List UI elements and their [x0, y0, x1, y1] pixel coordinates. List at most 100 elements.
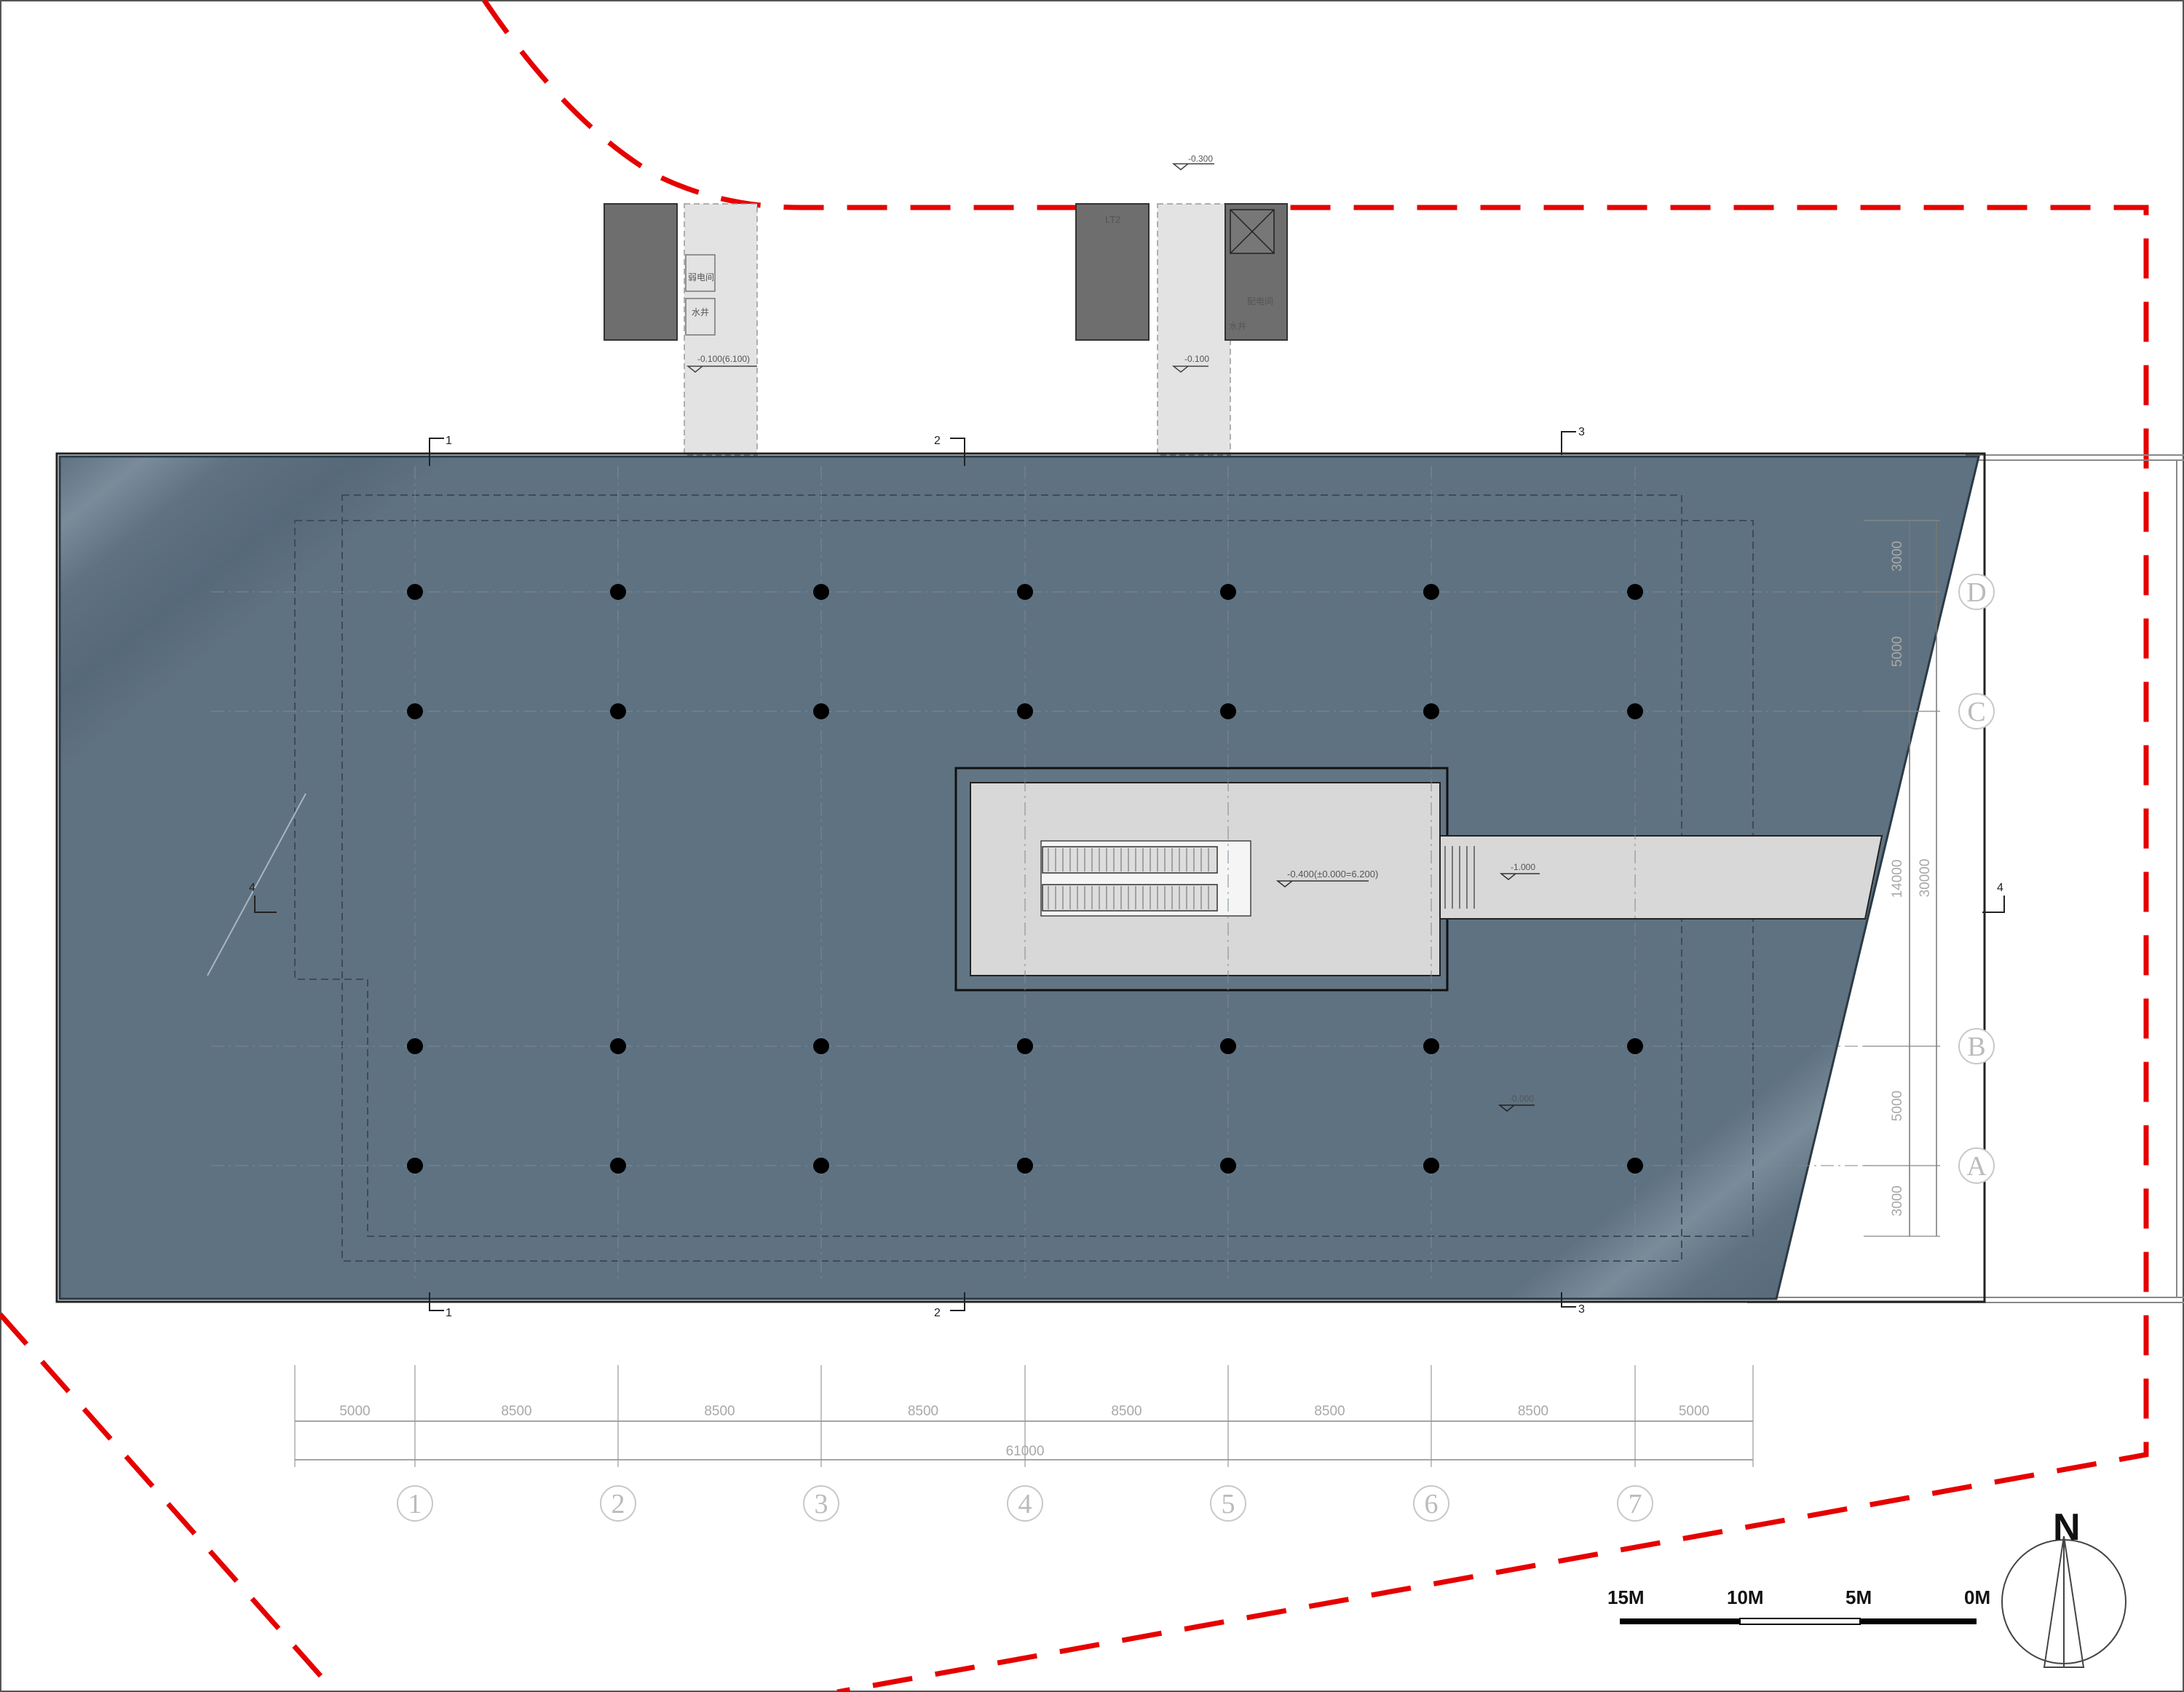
section-3-bottom: 3: [1578, 1303, 1585, 1316]
column-axis-label: 7: [1629, 1489, 1642, 1519]
left-room-a-outline: [685, 254, 716, 292]
column-dot: [610, 703, 626, 719]
dimension-label: 5000: [1679, 1404, 1709, 1419]
elevation-escalator-pit: -0.400(±0.000=6.200): [1287, 869, 1378, 879]
dimension-label: 14000: [1890, 860, 1905, 898]
column-axis-label: 2: [612, 1489, 625, 1519]
north-arrow: N: [2001, 1506, 2126, 1668]
elevation-left-corridor: -0.100(6.100): [697, 354, 750, 364]
column-axis-label: 5: [1222, 1489, 1235, 1519]
column-dot: [610, 584, 626, 600]
column-axis-bubble: 5: [1210, 1485, 1246, 1522]
column-axis-label: 4: [1018, 1489, 1032, 1519]
elevation-marker-left: [686, 365, 757, 373]
column-dot: [1220, 703, 1236, 719]
dimension-label: 8500: [908, 1404, 938, 1419]
scale-label-5m: 5M: [1845, 1586, 1872, 1608]
section-mark-labels: 1 1 2 2 3 3 4 4: [249, 426, 2003, 1319]
column-dot: [407, 1038, 423, 1054]
elevation-marker-east: [1499, 873, 1540, 880]
column-dot: [1627, 1158, 1643, 1174]
column-axis-label: 1: [408, 1489, 422, 1519]
room-label-right-a: 配电间: [1247, 296, 1273, 307]
section-2-top: 2: [934, 435, 941, 447]
column-dot: [1627, 1038, 1643, 1054]
column-dot: [1423, 584, 1439, 600]
elevation-top-road: -0.300: [1188, 154, 1213, 164]
column-axis-bubble: 2: [600, 1485, 636, 1522]
row-axis-bubble: D: [1958, 574, 1995, 610]
boundary-north-curve: [482, 0, 2149, 1692]
north-right-block: LT2 配电间 水井 -0.100 -0.300: [1075, 154, 1288, 456]
section-3-top: 3: [1578, 426, 1585, 438]
section-1-bottom: 1: [446, 1307, 452, 1319]
room-label-right-b: 水井: [1229, 321, 1246, 331]
row-axis-label: D: [1966, 577, 1986, 608]
scale-label-15m: 15M: [1607, 1586, 1645, 1608]
lift-block: [1075, 203, 1150, 341]
column-dot: [407, 703, 423, 719]
column-axis-bubble: 7: [1617, 1485, 1653, 1522]
column-dot: [1627, 703, 1643, 719]
escalator-pit: -0.400(±0.000=6.200) -1.000: [954, 767, 1883, 992]
dimension-label: 8500: [1518, 1404, 1548, 1419]
column-axis-bubble: 3: [803, 1485, 839, 1522]
elevator-cross: [1230, 209, 1275, 254]
inner-outline: [294, 520, 1754, 1237]
column-dot: [1423, 1158, 1439, 1174]
scale-bar: 15M 10M 5M 0M: [1607, 1586, 1990, 1625]
escalator-track-2: [1042, 884, 1218, 912]
dimension-total-label: 61000: [1006, 1444, 1045, 1459]
elevation-marker-pit: [1275, 880, 1369, 887]
row-axis-label: C: [1967, 697, 1985, 727]
boundary-southwest: [0, 1312, 337, 1692]
grid-lines: [211, 466, 1907, 1281]
section-marks: [254, 431, 2005, 1311]
left-corridor: [684, 203, 758, 456]
row-axis-label: A: [1966, 1151, 1987, 1182]
room-label-left-a: 弱电间: [688, 272, 714, 282]
column-axis-label: 3: [815, 1489, 828, 1519]
column-dot: [610, 1158, 626, 1174]
elevation-marker-top: [1171, 163, 1214, 170]
section-4-right: 4: [1997, 882, 2003, 894]
scale-label-10m: 10M: [1727, 1586, 1764, 1608]
elevation-marker-roof: [1497, 1104, 1535, 1112]
column-dot: [813, 584, 829, 600]
dimension-label: 8500: [704, 1404, 735, 1419]
column-axis-bubble: 4: [1007, 1485, 1043, 1522]
column-dot: [1017, 703, 1033, 719]
column-dot: [407, 1158, 423, 1174]
column-dot: [1423, 1038, 1439, 1054]
elevation-roof: -0.000: [1509, 1094, 1534, 1104]
column-dot: [813, 703, 829, 719]
escalator-track-1: [1042, 846, 1218, 874]
dimension-label: 5000: [1890, 1091, 1905, 1121]
column-dot: [1220, 1038, 1236, 1054]
north-arrow-pointer: [2043, 1535, 2085, 1668]
column-dot: [1220, 584, 1236, 600]
column-dot: [813, 1158, 829, 1174]
scale-bar-segment: [1620, 1618, 1740, 1624]
room-label-left-b: 水井: [692, 307, 709, 317]
dimension-label: 8500: [501, 1404, 531, 1419]
lift-label: LT2: [1105, 214, 1120, 225]
elevation-marker-right: [1171, 365, 1208, 373]
roof-outer-outline: [55, 452, 1986, 1303]
north-left-block: 弱电间 水井 -0.100(6.100): [604, 203, 758, 456]
row-axis-bubble: A: [1958, 1147, 1995, 1184]
stair-steps: [1444, 846, 1475, 909]
dimension-label: 3000: [1890, 1185, 1905, 1216]
column-dot: [1423, 703, 1439, 719]
section-4-cut-line: [207, 793, 306, 976]
column-dot: [1220, 1158, 1236, 1174]
column-dot: [1017, 1038, 1033, 1054]
column-dot: [610, 1038, 626, 1054]
scale-bar-segment: [1860, 1618, 1977, 1624]
section-2-bottom: 2: [934, 1307, 941, 1319]
dimension-total-label: 30000: [1918, 859, 1933, 898]
